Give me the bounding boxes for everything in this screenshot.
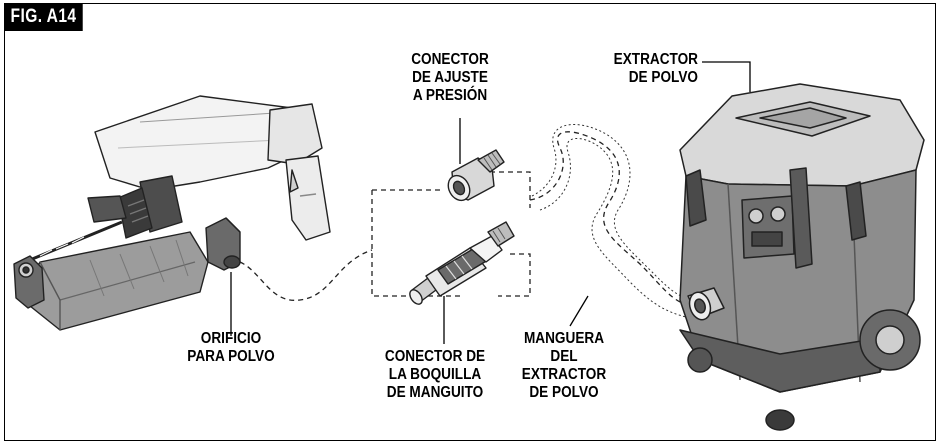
hose-path: [239, 131, 691, 307]
rotary-hammer-illustration: [13, 95, 331, 331]
label-snap-fit-connector: CONECTOR DE AJUSTE A PRESIÓN: [399, 51, 501, 105]
label-line: CONECTOR: [411, 51, 489, 68]
label-line: A PRESIÓN: [412, 87, 488, 104]
vacuum-hose: [531, 124, 693, 319]
label-line: DE POLVO: [529, 384, 599, 401]
label-hose-nozzle-connector: CONECTOR DE LA BOQUILLA DE MANGUITO: [376, 348, 495, 402]
label-line: MANGUERA: [523, 330, 605, 347]
label-line: DEL: [550, 348, 578, 365]
label-dust-port: ORIFICIO PARA POLVO: [184, 330, 278, 366]
label-line: EXTRACTOR: [613, 51, 698, 68]
label-line: EXTRACTOR: [521, 366, 607, 383]
label-line: DE MANGUITO: [386, 384, 484, 401]
label-line: LA BOQUILLA: [388, 366, 482, 383]
label-extractor-hose: MANGUERA DEL EXTRACTOR DE POLVO: [518, 330, 610, 402]
label-line: DE AJUSTE: [412, 69, 488, 86]
snap-fit-connector-illustration: [447, 149, 505, 202]
label-line: PARA POLVO: [187, 348, 275, 365]
leader-lines: [230, 61, 751, 344]
hose-nozzle-connector-illustration: [409, 221, 515, 305]
dust-extractor-illustration: [679, 83, 925, 431]
label-line: CONECTOR DE: [384, 348, 486, 365]
label-line: ORIFICIO: [200, 330, 262, 347]
label-line: DE POLVO: [628, 69, 698, 86]
figure-frame: [4, 3, 936, 441]
label-dust-extractor: EXTRACTOR DE POLVO: [605, 51, 698, 87]
figure-tag: FIG. A14: [4, 3, 84, 31]
